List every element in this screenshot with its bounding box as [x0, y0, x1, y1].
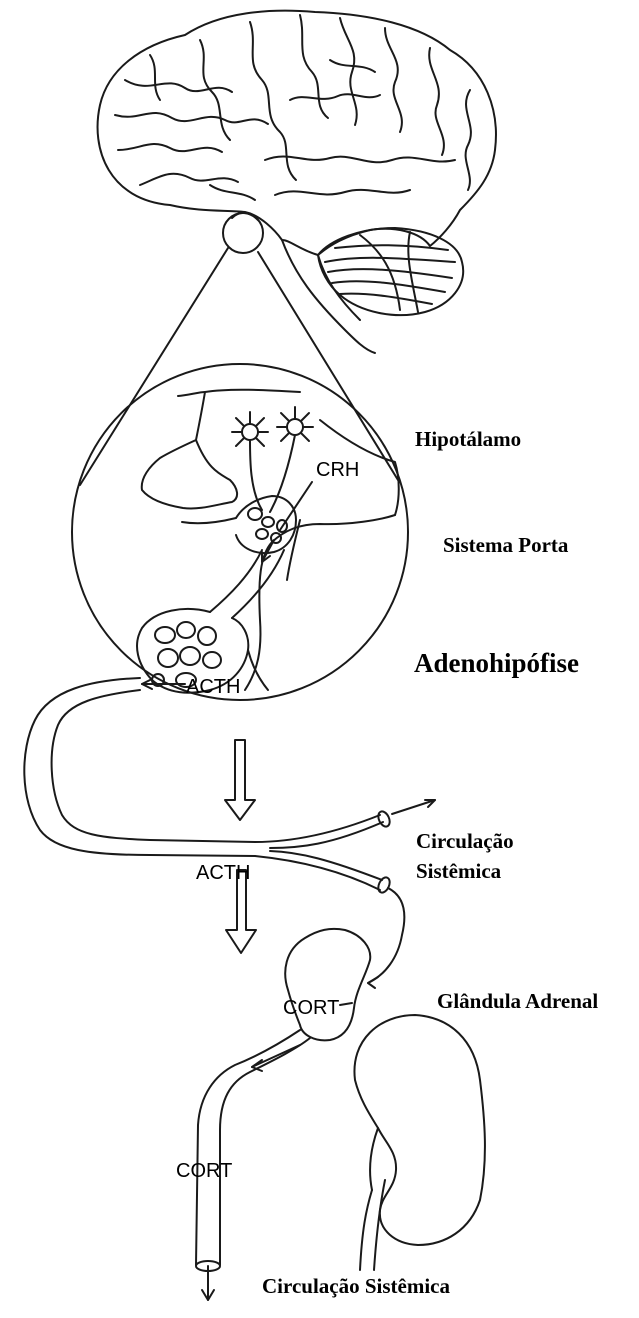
acth-pituitary-label: ACTH	[186, 676, 240, 699]
kidney	[354, 1015, 484, 1270]
brain-illustration	[98, 11, 496, 353]
acth-vessel-label: ACTH	[196, 862, 250, 885]
adenohypophysis-label: Adenohipófise	[414, 648, 579, 679]
zoom-lines	[80, 248, 398, 485]
acth-vessel	[24, 678, 435, 988]
adrenal-gland-label: Glândula Adrenal	[437, 989, 598, 1014]
cort-adrenal-label: CORT	[283, 997, 339, 1020]
portal-system-label: Sistema Porta	[443, 533, 568, 558]
systemic-circulation-label-1-line2: Sistêmica	[416, 856, 514, 886]
cort-vessel-label: CORT	[176, 1160, 232, 1183]
systemic-circulation-label-1: Circulação Sistêmica	[416, 826, 514, 886]
adrenal-gland	[196, 929, 370, 1300]
systemic-circulation-label-2: Circulação Sistêmica	[262, 1274, 450, 1299]
flow-arrows	[225, 740, 256, 953]
crh-label: CRH	[316, 459, 359, 482]
systemic-circulation-label-1-line1: Circulação	[416, 826, 514, 856]
hypothalamus-label: Hipotálamo	[415, 427, 521, 452]
